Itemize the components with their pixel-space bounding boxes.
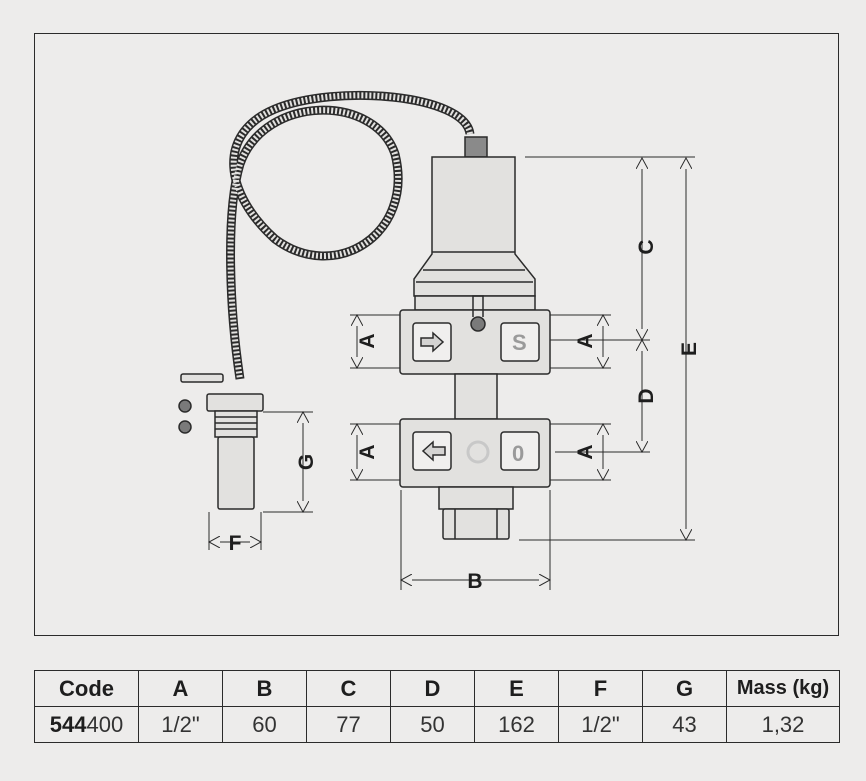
dim-label-a-upper-right: A (574, 333, 597, 348)
cell-e: 162 (474, 706, 559, 743)
dim-label-a-upper-left: A (356, 333, 379, 348)
dim-label-f: F (229, 532, 242, 555)
cell-a: 1/2" (138, 706, 223, 743)
header-e: E (474, 670, 559, 707)
cell-g: 43 (642, 706, 727, 743)
cell-d: 50 (390, 706, 475, 743)
dimension-labels: A A A A C D E G B F (229, 239, 701, 593)
code-prefix: 544 (49, 711, 87, 737)
table-row: 544400 1/2" 60 77 50 162 1/2" 43 1,32 (34, 706, 840, 743)
dim-label-d: D (635, 388, 658, 403)
cell-b: 60 (222, 706, 307, 743)
header-mass: Mass (kg) (726, 670, 840, 707)
dim-label-g: G (295, 454, 318, 470)
svg-text:S: S (512, 330, 527, 355)
header-g: G (642, 670, 727, 707)
header-b: B (222, 670, 307, 707)
dim-label-e: E (678, 342, 701, 356)
cell-mass: 1,32 (726, 706, 840, 743)
technical-drawing: S 0 (34, 33, 839, 636)
header-c: C (306, 670, 391, 707)
cell-code: 544400 (34, 706, 139, 743)
svg-text:0: 0 (512, 441, 524, 466)
cell-c: 77 (306, 706, 391, 743)
dim-label-a-lower-left: A (356, 444, 379, 459)
table-header-row: Code A B C D E F G Mass (kg) (34, 670, 840, 707)
code-suffix: 400 (86, 711, 124, 737)
specification-table: Code A B C D E F G Mass (kg) 544400 1/2"… (34, 670, 840, 743)
dim-label-c: C (635, 239, 658, 254)
header-f: F (558, 670, 643, 707)
capillary-hose (226, 90, 475, 380)
header-d: D (390, 670, 475, 707)
sensor-bulb (178, 373, 264, 510)
valve-drawing-svg: S 0 (178, 90, 701, 593)
header-code: Code (34, 670, 139, 707)
cell-f: 1/2" (558, 706, 643, 743)
valve-body: S 0 (399, 136, 551, 540)
dim-label-b: B (467, 570, 482, 593)
dim-label-a-lower-right: A (574, 444, 597, 459)
header-a: A (138, 670, 223, 707)
dimension-lines (209, 156, 695, 590)
